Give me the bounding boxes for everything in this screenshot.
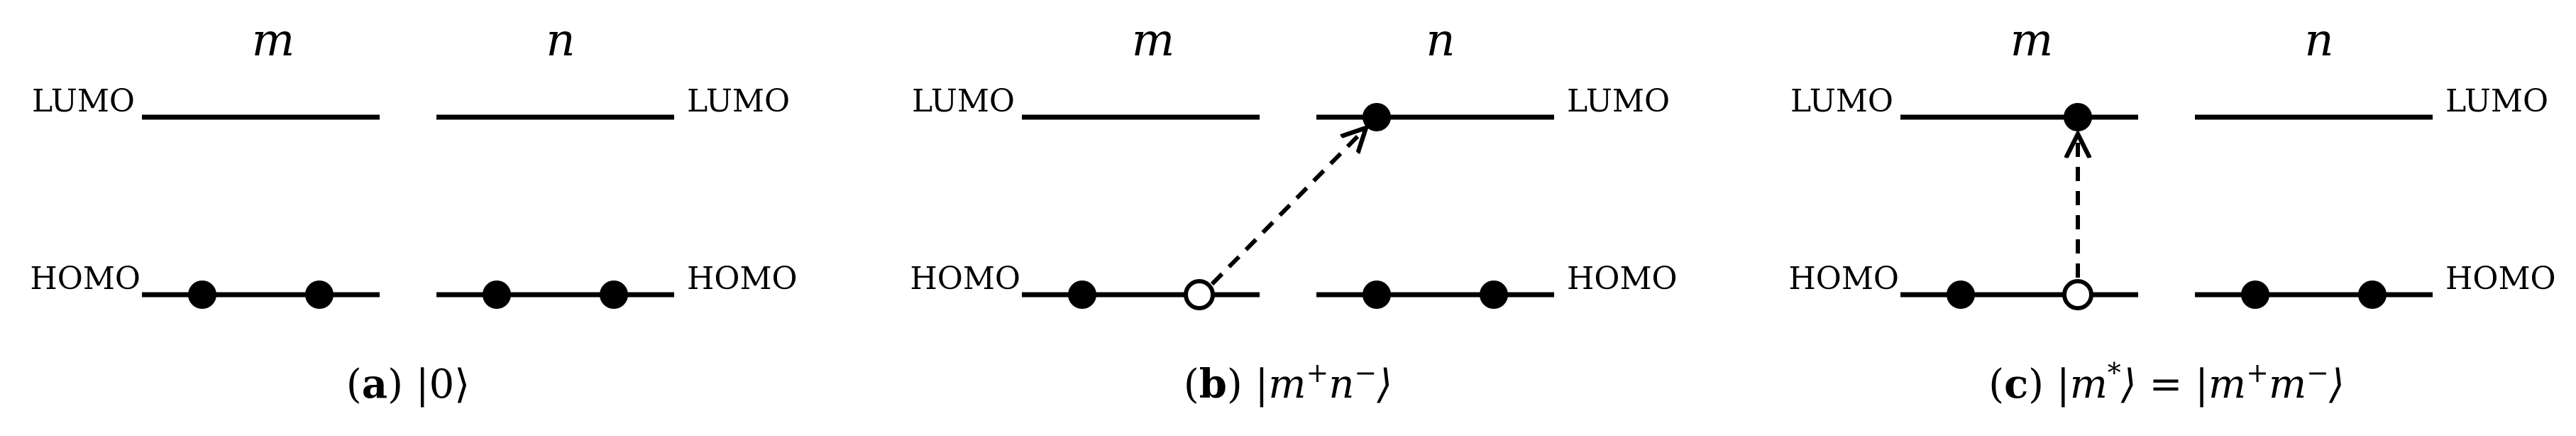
caption-sup: − bbox=[2306, 357, 2329, 388]
caption-paren-close: ) bbox=[1227, 361, 1255, 408]
homo-label-left: HOMO bbox=[30, 261, 141, 297]
electron-m-homo-0 bbox=[188, 280, 216, 309]
caption-paren-open: ( bbox=[346, 361, 362, 408]
electron-m-homo-0 bbox=[1947, 280, 1975, 309]
caption-paren-open: ( bbox=[1184, 361, 1199, 408]
caption-math: ⟩ bbox=[2328, 361, 2345, 408]
caption-math: |m bbox=[2057, 361, 2108, 408]
electron-n-homo-1 bbox=[600, 280, 628, 309]
site-label-n: n bbox=[2304, 14, 2333, 67]
site-label-n: n bbox=[546, 14, 575, 67]
caption-sup: + bbox=[1306, 357, 1329, 388]
panel-caption: (b) |m+n−⟩ bbox=[1184, 357, 1392, 408]
hole-m-homo-1 bbox=[2062, 279, 2093, 310]
site-label-m: m bbox=[1132, 14, 1175, 67]
electron-n-homo-0 bbox=[1363, 280, 1391, 309]
electron-n-homo-0 bbox=[483, 280, 511, 309]
lumo-label-right: LUMO bbox=[1567, 83, 1670, 119]
electron-n-lumo-0 bbox=[1363, 103, 1391, 131]
caption-paren-close: ) bbox=[387, 361, 416, 408]
caption-sup: * bbox=[2108, 357, 2121, 388]
caption-math: |m bbox=[1255, 361, 1306, 408]
electron-m-homo-0 bbox=[1068, 280, 1096, 309]
caption-sup: − bbox=[1354, 357, 1377, 388]
lumo-label-left: LUMO bbox=[1790, 83, 1893, 119]
caption-math: n bbox=[1328, 361, 1354, 408]
homo-label-right: HOMO bbox=[687, 261, 798, 297]
hole-m-homo-1 bbox=[1184, 279, 1215, 310]
lumo-label-right: LUMO bbox=[2445, 83, 2548, 119]
electron-n-homo-1 bbox=[1480, 280, 1508, 309]
homo-label-right: HOMO bbox=[1567, 261, 1678, 297]
caption-sup: + bbox=[2246, 357, 2269, 388]
excitation-arrow bbox=[1210, 130, 1364, 286]
caption-math: m bbox=[2269, 361, 2306, 408]
caption-letter: b bbox=[1199, 361, 1227, 408]
caption-paren-close: ) bbox=[2028, 361, 2057, 408]
electron-m-lumo-0 bbox=[2064, 103, 2092, 131]
lumo-label-right: LUMO bbox=[687, 83, 790, 119]
homo-label-left: HOMO bbox=[1788, 261, 1899, 297]
site-label-m: m bbox=[2010, 14, 2054, 67]
site-label-n: n bbox=[1426, 14, 1455, 67]
electron-m-homo-1 bbox=[305, 280, 334, 309]
electron-n-homo-0 bbox=[2241, 280, 2269, 309]
electron-n-homo-1 bbox=[2358, 280, 2387, 309]
homo-label-right: HOMO bbox=[2445, 261, 2556, 297]
caption-math: ⟩ = |m bbox=[2120, 361, 2246, 408]
lumo-label-left: LUMO bbox=[32, 83, 135, 119]
caption-letter: a bbox=[362, 361, 387, 408]
panel-caption: (c) |m*⟩ = |m+m−⟩ bbox=[1988, 357, 2345, 408]
site-label-m: m bbox=[252, 14, 295, 67]
caption-paren-open: ( bbox=[1988, 361, 2004, 408]
lumo-label-left: LUMO bbox=[912, 83, 1015, 119]
homo-label-left: HOMO bbox=[910, 261, 1020, 297]
caption-letter: c bbox=[2004, 361, 2028, 408]
panel-caption: (a) |0⟩ bbox=[346, 361, 470, 408]
caption-math: |0⟩ bbox=[416, 361, 470, 408]
caption-math: ⟩ bbox=[1376, 361, 1392, 408]
